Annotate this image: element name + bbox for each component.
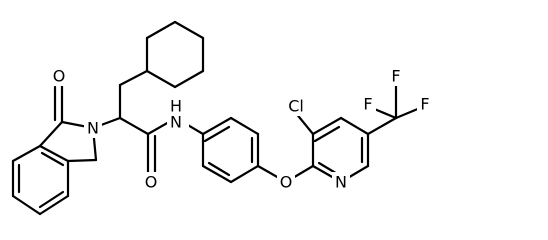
- bond: [201, 116, 233, 136]
- bond: [66, 158, 98, 163]
- atom-n-isoindolinone: N: [84, 118, 102, 138]
- bond: [38, 120, 64, 148]
- atom-label: N: [335, 173, 347, 192]
- bond: [311, 116, 343, 136]
- bond: [40, 151, 65, 167]
- bonds: [11, 20, 422, 216]
- atom-label: N: [170, 113, 182, 132]
- bond: [145, 69, 177, 89]
- bond: [366, 116, 398, 136]
- atom-nh-amide: N H: [167, 97, 189, 132]
- bond: [38, 144, 70, 163]
- bond: [229, 116, 260, 136]
- atom-label: N: [87, 119, 99, 138]
- bond: [339, 116, 370, 136]
- bond: [394, 106, 422, 120]
- bond: [145, 20, 177, 40]
- bond: [173, 20, 205, 40]
- atom-f-right: F: [417, 94, 433, 114]
- bond: [118, 69, 149, 87]
- bond: [313, 125, 341, 143]
- bond: [173, 69, 205, 89]
- atom-label: F: [363, 95, 372, 114]
- bond: [203, 125, 231, 143]
- atom-label: Cl: [288, 97, 304, 116]
- atom-label: F: [420, 95, 429, 114]
- atom-label: O: [280, 173, 293, 192]
- atom-label: H: [170, 97, 182, 116]
- bond: [118, 116, 150, 136]
- atom-cl: Cl: [284, 96, 308, 116]
- atom-o-amide: O: [142, 172, 160, 192]
- atom-o-ether: O: [277, 172, 295, 192]
- bond: [229, 164, 260, 184]
- chemical-structure: O N N H O O N Cl F: [11, 20, 433, 216]
- bond: [11, 144, 42, 163]
- bond: [11, 194, 42, 216]
- bond: [207, 161, 231, 177]
- atom-f-left: F: [360, 94, 376, 114]
- bond: [201, 164, 233, 184]
- atom-label: O: [53, 67, 66, 86]
- atom-label: O: [145, 173, 158, 192]
- atom-labels: O N N H O O N Cl F: [50, 66, 433, 192]
- bond: [38, 194, 70, 216]
- structure-canvas: O N N H O O N Cl F: [11, 20, 433, 216]
- atom-f-top: F: [388, 66, 404, 86]
- atom-label: F: [391, 67, 400, 86]
- atom-n-pyridine: N: [332, 172, 350, 192]
- atom-o-ketone: O: [50, 66, 68, 86]
- bond: [38, 190, 65, 209]
